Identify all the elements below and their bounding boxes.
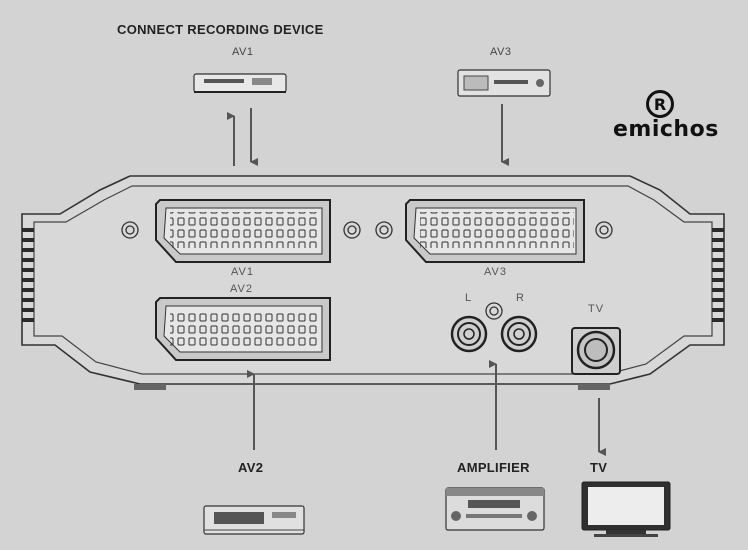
rca-port-left[interactable] (450, 315, 488, 353)
screws (121, 221, 613, 320)
left-audio-label: L (465, 292, 473, 304)
scart-port-av2[interactable] (155, 297, 331, 361)
av2-device-icon (203, 505, 305, 535)
av1-device-icon (193, 73, 287, 93)
diagram-title: CONNECT RECORDING DEVICE (117, 22, 324, 37)
tv-device-icon (581, 481, 671, 537)
av2-device-label: AV2 (238, 460, 264, 475)
connection-arrows (227, 104, 606, 456)
tv-device-label: TV (590, 460, 608, 475)
amplifier-device-icon (445, 487, 545, 531)
scart-port-av1[interactable] (155, 199, 331, 263)
tv-port-label: TV (588, 303, 605, 315)
rca-port-right[interactable] (500, 315, 538, 353)
right-audio-label: R (516, 292, 525, 304)
av3-device-label: AV3 (490, 46, 512, 58)
tv-out-port[interactable] (571, 327, 621, 375)
amplifier-device-label: AMPLIFIER (457, 460, 530, 475)
foot-left (134, 384, 166, 390)
av2-port-label: AV2 (230, 283, 253, 295)
scart-port-av3[interactable] (405, 199, 585, 263)
av3-port-label: AV3 (484, 266, 507, 278)
brand-logo: emichos (613, 117, 719, 142)
left-vent (22, 228, 34, 322)
av1-device-label: AV1 (232, 46, 254, 58)
right-vent (712, 228, 724, 322)
av3-device-icon (457, 69, 551, 97)
foot-right (578, 384, 610, 390)
av1-port-label: AV1 (231, 266, 254, 278)
registered-mark-icon: R (646, 90, 674, 118)
